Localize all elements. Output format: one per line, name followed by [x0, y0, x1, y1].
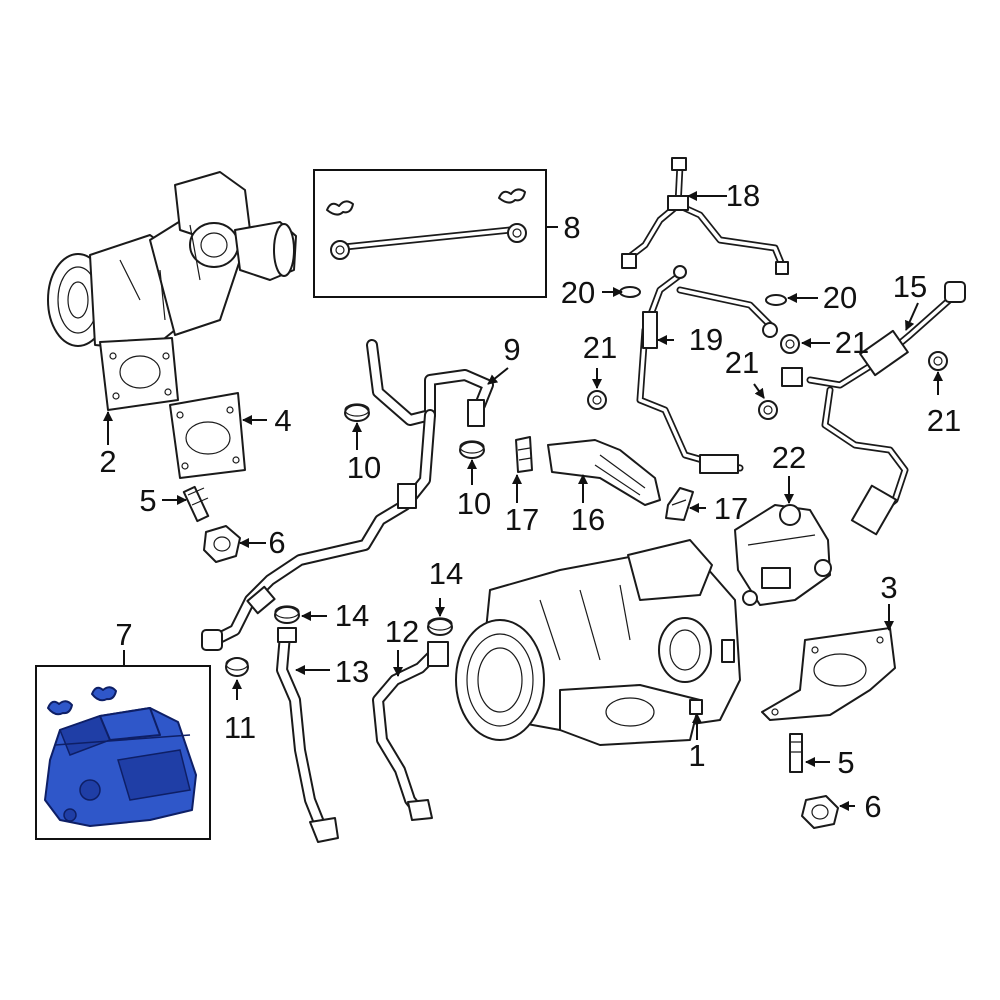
- callout-21-a: 21: [583, 330, 617, 365]
- part-6-nut-lower[interactable]: [801, 795, 839, 829]
- part-21-washer-4[interactable]: [928, 351, 948, 371]
- callout-19: 19: [689, 322, 723, 357]
- part-16-heat-shield[interactable]: [547, 439, 661, 506]
- part-14-clamp-right[interactable]: [427, 617, 453, 636]
- callout-9: 9: [503, 332, 520, 367]
- part-8-link-rod[interactable]: [326, 188, 527, 260]
- callout-1: 1: [688, 738, 705, 773]
- callout-8: 8: [563, 210, 580, 245]
- callout-16: 16: [571, 502, 605, 537]
- callout-10-right: 10: [457, 486, 491, 521]
- part-12-hose[interactable]: [372, 641, 449, 821]
- callout-11: 11: [224, 710, 256, 745]
- callout-13: 13: [335, 654, 369, 689]
- callout-14-right: 14: [429, 556, 463, 591]
- callout-20-right: 20: [823, 280, 857, 315]
- part-4-gasket[interactable]: [169, 392, 246, 479]
- callout-21-b: 21: [835, 325, 869, 360]
- callout-labels: 1 2 3 4 5 5 6 6 7 8 9 10 10 11 12 13 14 …: [99, 178, 961, 824]
- part-18-oil-feed-line[interactable]: [621, 157, 789, 275]
- leader-lines: [103, 191, 943, 811]
- part-15-coolant-line[interactable]: [781, 281, 966, 536]
- callout-5-lower: 5: [837, 745, 854, 780]
- callout-10-left: 10: [347, 450, 381, 485]
- callout-21-c: 21: [725, 345, 759, 380]
- callout-20-left: 20: [561, 275, 595, 310]
- part-17-bracket-right[interactable]: [665, 487, 694, 521]
- callout-7: 7: [115, 617, 132, 652]
- callout-15: 15: [893, 269, 927, 304]
- part-3-gasket[interactable]: [761, 627, 896, 721]
- callout-3: 3: [880, 570, 897, 605]
- part-19-oil-return-line[interactable]: [636, 265, 778, 474]
- part-10-clamp-left[interactable]: [344, 403, 370, 422]
- callout-22: 22: [772, 440, 806, 475]
- callout-17-right: 17: [714, 491, 748, 526]
- part-17-bracket-left[interactable]: [515, 436, 533, 473]
- callout-17-left: 17: [505, 502, 539, 537]
- part-8-kit-box: [313, 169, 547, 298]
- part-20-oring-right[interactable]: [765, 294, 787, 306]
- part-11-clamp[interactable]: [225, 657, 249, 677]
- callout-21-d: 21: [927, 403, 961, 438]
- part-5-stud-lower[interactable]: [789, 733, 803, 773]
- callout-18: 18: [726, 178, 760, 213]
- part-10-clamp-right[interactable]: [459, 440, 485, 459]
- part-13-hose[interactable]: [276, 627, 339, 843]
- part-14-clamp-left[interactable]: [274, 605, 300, 624]
- callout-14-left: 14: [335, 598, 369, 633]
- callout-6-upper: 6: [268, 525, 285, 560]
- part-6-nut-upper[interactable]: [203, 525, 241, 563]
- callout-12: 12: [385, 614, 419, 649]
- callout-6-lower: 6: [864, 789, 881, 824]
- part-22-actuator[interactable]: [734, 504, 832, 606]
- part-1-turbocharger[interactable]: [455, 539, 741, 746]
- part-2-turbocharger-upper[interactable]: [47, 171, 297, 411]
- part-21-washer-3[interactable]: [758, 400, 778, 420]
- part-5-stud-upper[interactable]: [182, 485, 210, 523]
- part-20-oring-left[interactable]: [619, 286, 641, 298]
- part-21-washer-2[interactable]: [780, 334, 800, 354]
- part-21-washer-1[interactable]: [587, 390, 607, 410]
- part-9-coolant-hose[interactable]: [201, 339, 494, 651]
- callout-5-upper: 5: [139, 483, 156, 518]
- part-7-actuator-kit-highlighted[interactable]: [44, 686, 197, 827]
- callout-2: 2: [99, 444, 116, 479]
- callout-4: 4: [274, 403, 291, 438]
